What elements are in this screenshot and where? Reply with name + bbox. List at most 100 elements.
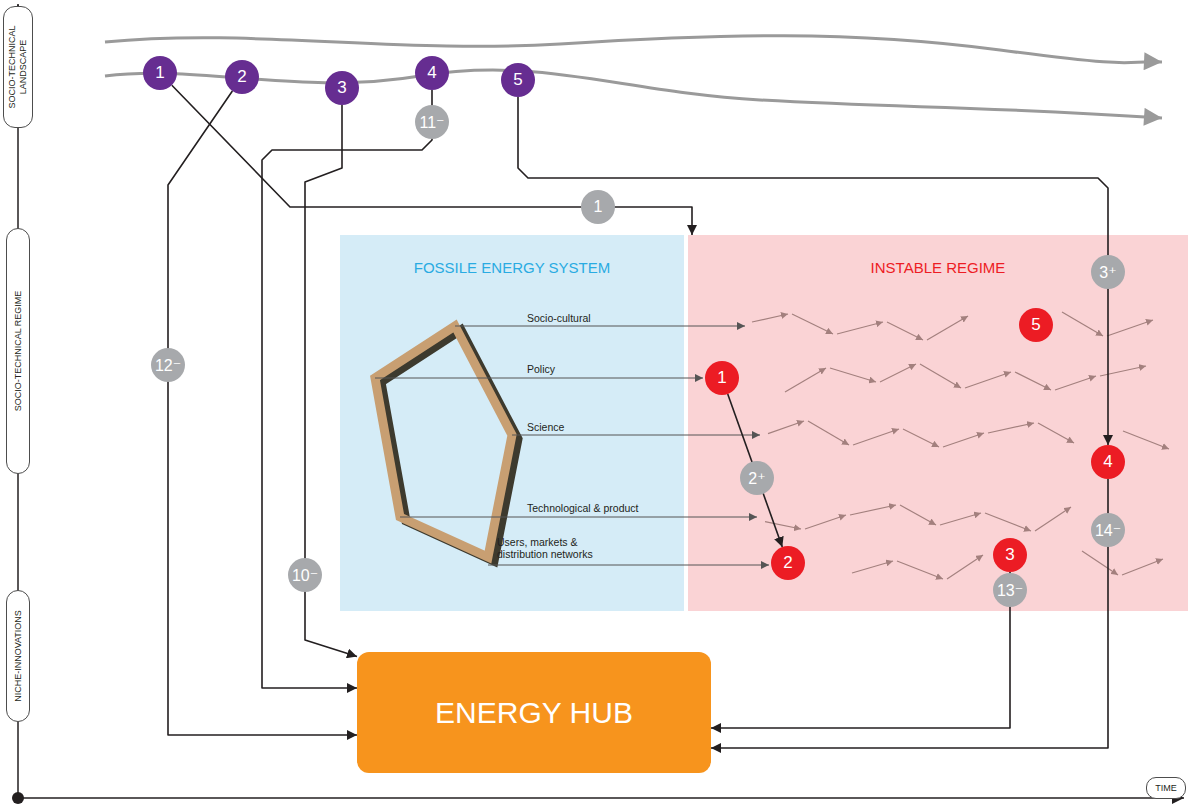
instability-arrow: [805, 515, 846, 529]
connector-arrow: [711, 572, 1010, 728]
dimension-line: [455, 326, 745, 327]
region-panel: INSTABLE REGIME12345: [688, 235, 1188, 611]
landscape-wave: [105, 70, 1162, 118]
node-label: NICHE-INNOVATIONS: [13, 595, 24, 717]
callout-number: 1: [155, 63, 164, 83]
instability-arrow: [1055, 376, 1096, 390]
instability-arrow: [1122, 559, 1163, 575]
callout-number: 5: [513, 70, 522, 90]
regime-pentagon: [375, 326, 512, 557]
numbered-circle: 1: [143, 56, 177, 90]
dimension-label: Science: [527, 421, 667, 433]
instability-arrow: [920, 364, 961, 388]
callout-number: 5: [1031, 315, 1040, 335]
instability-arrow: [785, 368, 826, 392]
instability-arrow: [903, 429, 939, 447]
dimension-line: [400, 517, 757, 518]
connector-arrow: [728, 394, 783, 547]
connector-arrow: [518, 97, 1108, 445]
callout-number: 3⁺: [1099, 263, 1116, 282]
instability-arrow: [988, 423, 1034, 433]
instability-arrow: [943, 433, 984, 447]
callout-number: 2: [237, 67, 246, 87]
instability-arrow: [852, 561, 893, 573]
hub-box: ENERGY HUB: [357, 652, 711, 773]
edge-callout: 14⁻: [1091, 513, 1125, 547]
node-label: ENERGY HUB: [435, 696, 633, 730]
connector-arrow: [262, 90, 432, 688]
connector-arrow: [711, 479, 1108, 748]
numbered-circle: 2: [771, 546, 805, 580]
numbered-circle: 3: [325, 71, 359, 105]
edge-callout: 10⁻: [288, 558, 322, 592]
instability-arrow: [830, 368, 876, 382]
instability-arrow: [880, 364, 916, 382]
instability-arrow: [850, 505, 896, 515]
callout-number: 10⁻: [292, 566, 318, 585]
axis-label: NICHE-INNOVATIONS: [6, 590, 30, 722]
edge-callout: 1: [581, 190, 615, 224]
node-label: TIME: [1155, 783, 1177, 793]
dimension-label: Technological & product: [527, 502, 687, 514]
instability-arrow: [792, 314, 833, 334]
numbered-circle: 1: [705, 361, 739, 395]
numbered-circle: 2: [225, 60, 259, 94]
instability-arrow: [752, 314, 788, 322]
numbered-circle: 5: [1019, 308, 1053, 342]
callout-number: 3: [337, 78, 346, 98]
instability-arrow: [947, 555, 983, 579]
axis-line: [18, 797, 1184, 799]
instability-arrow: [808, 421, 849, 445]
instability-arrow: [897, 561, 943, 579]
numbered-circle: 4: [1091, 445, 1125, 479]
numbered-circle: 3: [993, 538, 1027, 572]
landscape-wave: [105, 36, 1162, 63]
edge-callout: 12⁻: [151, 348, 185, 382]
connector-arrow: [172, 85, 692, 235]
dimension-line: [488, 565, 769, 566]
instability-arrow: [837, 322, 883, 334]
instability-arrow: [965, 372, 1011, 388]
edge-callout: 3⁺: [1091, 255, 1125, 289]
instability-arrow: [1082, 551, 1118, 575]
instability-arrow: [900, 505, 936, 525]
panel-title: FOSSILE ENERGY SYSTEM: [340, 235, 684, 276]
instability-arrows: [752, 312, 1169, 579]
instability-arrow: [1038, 423, 1074, 443]
callout-number: 4: [1103, 452, 1112, 472]
dimension-label: Socio-cultural: [527, 312, 667, 324]
instability-arrow: [940, 513, 981, 525]
node-label: SOCIO-TECHNICAL REGIME: [13, 233, 24, 469]
edge-callout: 11⁻: [415, 105, 449, 139]
numbered-circle: 4: [415, 56, 449, 90]
dimension-line: [512, 435, 760, 436]
instability-arrow: [1062, 312, 1103, 336]
callout-number: 1: [594, 198, 603, 216]
instability-arrow: [853, 429, 899, 445]
instability-arrow: [1100, 366, 1146, 376]
numbered-circle: 5: [501, 63, 535, 97]
dimension-label: Users, markets & distribution networks: [497, 536, 617, 560]
instability-arrow: [985, 513, 1031, 531]
axis-origin: [12, 792, 24, 804]
instability-arrow: [765, 522, 801, 529]
instability-arrow: [1015, 372, 1051, 390]
instability-arrow: [1107, 320, 1153, 336]
callout-number: 1: [717, 368, 726, 388]
instability-arrow: [887, 322, 923, 340]
callout-number: 2: [783, 553, 792, 573]
node-label: SOCIO-TECHNICAL LANDSCAPE: [7, 11, 29, 123]
callout-number: 2⁺: [748, 469, 765, 488]
callout-number: 4: [427, 63, 436, 83]
instability-arrow: [1035, 507, 1071, 531]
callout-number: 13⁻: [997, 581, 1023, 600]
axis-label: TIME: [1146, 777, 1186, 799]
axis-line: [17, 4, 19, 798]
dimension-label: Policy: [527, 363, 667, 375]
callout-number: 12⁻: [155, 356, 181, 375]
callout-number: 3: [1005, 545, 1014, 565]
callout-number: 11⁻: [419, 113, 444, 132]
axis-label: SOCIO-TECHNICAL REGIME: [6, 228, 30, 474]
axis-label: SOCIO-TECHNICAL LANDSCAPE: [3, 6, 33, 128]
instability-arrow: [927, 316, 968, 340]
